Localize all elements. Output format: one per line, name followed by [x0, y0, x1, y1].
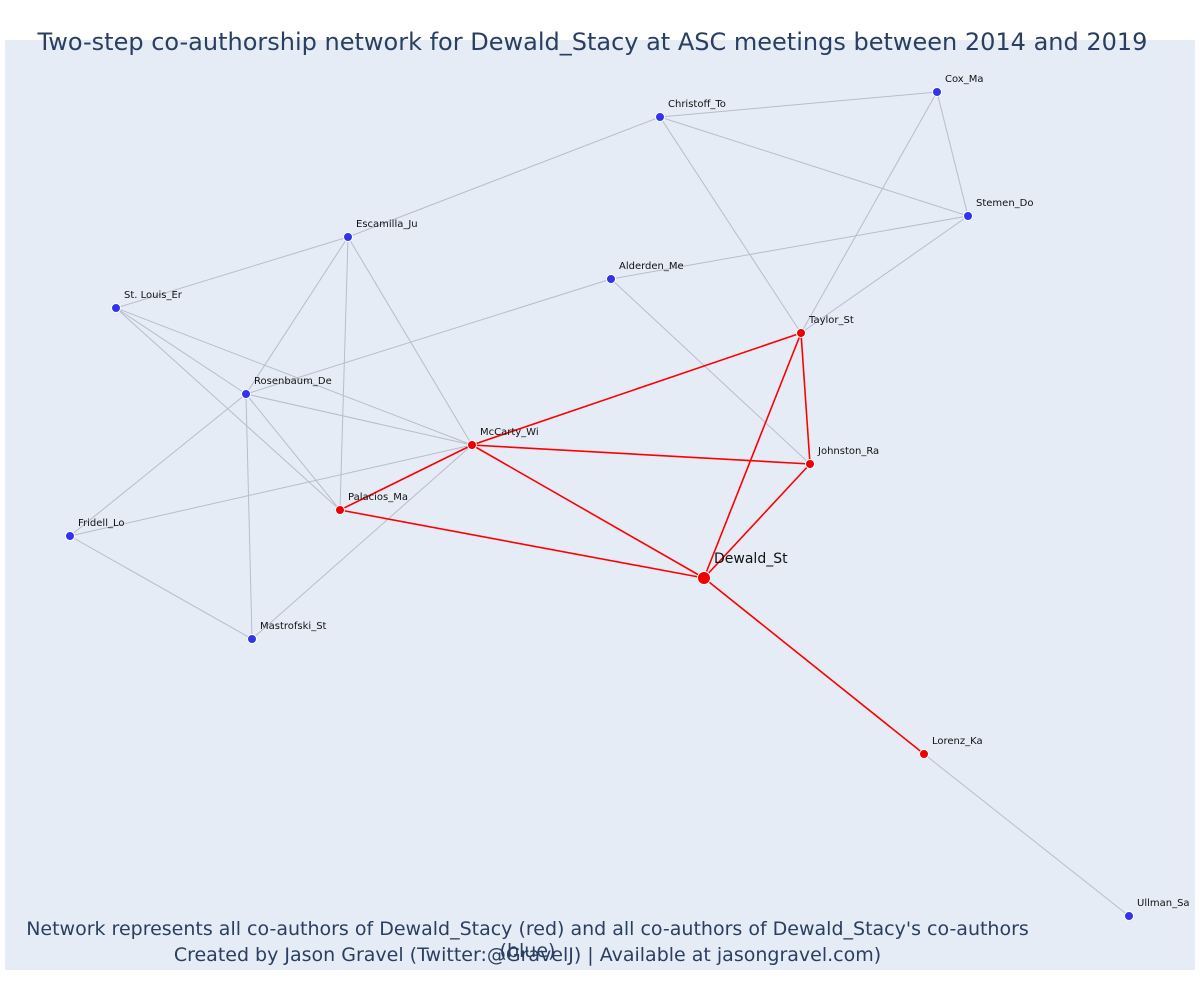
- edge-dewaldst-lorenzka: [703, 577, 925, 755]
- edge-alderdenme-rosenbaumde: [245, 278, 612, 395]
- node-rosenbaumde[interactable]: Rosenbaum_De: [241, 376, 332, 399]
- edge-taylorst-johnstonra: [800, 332, 811, 465]
- caption-line-1: Network represents all co-authors of Dew…: [26, 918, 1029, 962]
- edge-stemendo-alderdenme: [610, 215, 969, 280]
- node-label-palaciosma: Palacios_Ma: [348, 492, 408, 503]
- edges-layer: [69, 91, 1130, 917]
- node-marker-taylorst[interactable]: [796, 328, 806, 338]
- node-coxma[interactable]: Cox_Ma: [932, 74, 984, 97]
- node-marker-stlouiser[interactable]: [111, 303, 121, 313]
- edge-escamillaju-mccartywi: [347, 236, 473, 446]
- edge-christoffto-taylorst: [659, 116, 802, 334]
- node-label-stemendo: Stemen_Do: [976, 198, 1033, 209]
- edge-dewaldst-mccartywi: [471, 444, 705, 579]
- node-label-mccartywi: McCarty_Wi: [480, 427, 539, 438]
- node-stlouiser[interactable]: St. Louis_Er: [111, 290, 183, 313]
- node-fridelllo[interactable]: Fridell_Lo: [65, 518, 125, 541]
- edge-stemendo-taylorst: [800, 215, 969, 334]
- node-label-ullmansa: Ullman_Sa: [1137, 898, 1190, 909]
- node-marker-palaciosma[interactable]: [335, 505, 345, 515]
- node-label-escamillaju: Escamilla_Ju: [356, 219, 418, 230]
- node-marker-rosenbaumde[interactable]: [241, 389, 251, 399]
- node-label-rosenbaumde: Rosenbaum_De: [254, 376, 332, 387]
- edge-mastrofskist-mccartywi: [251, 444, 473, 640]
- node-label-mastrofskist: Mastrofski_St: [260, 621, 327, 632]
- edge-mccartywi-palaciosma: [339, 444, 473, 511]
- edge-rosenbaumde-fridelllo: [69, 393, 247, 537]
- node-label-lorenzka: Lorenz_Ka: [932, 736, 983, 747]
- node-marker-ullmansa[interactable]: [1124, 911, 1134, 921]
- edge-coxma-taylorst: [800, 91, 938, 334]
- node-marker-coxma[interactable]: [932, 87, 942, 97]
- node-marker-mccartywi[interactable]: [467, 440, 477, 450]
- node-label-johnstonra: Johnston_Ra: [817, 446, 879, 457]
- node-marker-johnstonra[interactable]: [805, 459, 815, 469]
- edge-fridelllo-mccartywi: [69, 444, 473, 537]
- edge-stlouiser-mccartywi: [115, 307, 473, 446]
- node-johnstonra[interactable]: Johnston_Ra: [805, 446, 880, 469]
- edge-mccartywi-johnstonra: [471, 444, 811, 465]
- node-mastrofskist[interactable]: Mastrofski_St: [247, 621, 327, 644]
- node-ullmansa[interactable]: Ullman_Sa: [1124, 898, 1190, 921]
- edge-escamillaju-rosenbaumde: [245, 236, 349, 395]
- edge-escamillaju-stlouiser: [115, 236, 349, 309]
- edge-rosenbaumde-mastrofskist: [245, 393, 253, 640]
- node-christoffto[interactable]: Christoff_To: [655, 99, 726, 122]
- edge-dewaldst-johnstonra: [703, 463, 811, 579]
- node-label-coxma: Cox_Ma: [945, 74, 983, 85]
- node-mccartywi[interactable]: McCarty_Wi: [467, 427, 539, 450]
- node-label-dewaldst: Dewald_St: [714, 551, 788, 567]
- node-alderdenme[interactable]: Alderden_Me: [606, 261, 684, 284]
- chart-title: Two-step co-authorship network for Dewal…: [37, 28, 1148, 56]
- plot-background: [5, 40, 1195, 970]
- node-lorenzka[interactable]: Lorenz_Ka: [919, 736, 983, 759]
- edge-christoffto-coxma: [659, 91, 938, 118]
- node-label-taylorst: Taylor_St: [808, 315, 854, 326]
- node-marker-lorenzka[interactable]: [919, 749, 929, 759]
- edge-fridelllo-mastrofskist: [69, 535, 253, 640]
- node-marker-christoffto[interactable]: [655, 112, 665, 122]
- edge-christoffto-stemendo: [659, 116, 969, 217]
- node-palaciosma[interactable]: Palacios_Ma: [335, 492, 408, 515]
- node-stemendo[interactable]: Stemen_Do: [963, 198, 1034, 221]
- edge-alderdenme-johnstonra: [610, 278, 811, 465]
- node-marker-alderdenme[interactable]: [606, 274, 616, 284]
- edge-dewaldst-palaciosma: [339, 509, 705, 579]
- edge-stlouiser-rosenbaumde: [115, 307, 247, 395]
- node-marker-mastrofskist[interactable]: [247, 634, 257, 644]
- edge-taylorst-mccartywi: [471, 332, 802, 446]
- node-label-christoffto: Christoff_To: [668, 99, 726, 110]
- node-label-stlouiser: St. Louis_Er: [124, 290, 183, 301]
- node-marker-fridelllo[interactable]: [65, 531, 75, 541]
- edge-rosenbaumde-mccartywi: [245, 393, 473, 446]
- node-escamillaju[interactable]: Escamilla_Ju: [343, 219, 418, 242]
- edge-escamillaju-palaciosma: [339, 236, 349, 511]
- edge-rosenbaumde-palaciosma: [245, 393, 341, 511]
- edge-lorenzka-ullmansa: [923, 753, 1130, 917]
- node-marker-escamillaju[interactable]: [343, 232, 353, 242]
- node-marker-dewaldst[interactable]: [697, 571, 711, 585]
- node-marker-stemendo[interactable]: [963, 211, 973, 221]
- node-label-fridelllo: Fridell_Lo: [78, 518, 124, 529]
- edge-coxma-stemendo: [936, 91, 969, 217]
- node-dewaldst[interactable]: Dewald_St: [697, 551, 789, 585]
- node-label-alderdenme: Alderden_Me: [619, 261, 684, 272]
- caption-line-2: Created by Jason Gravel (Twitter:@Gravel…: [173, 944, 882, 966]
- edge-dewaldst-taylorst: [703, 332, 802, 579]
- node-taylorst[interactable]: Taylor_St: [796, 315, 854, 338]
- edge-christoffto-escamillaju: [347, 116, 661, 238]
